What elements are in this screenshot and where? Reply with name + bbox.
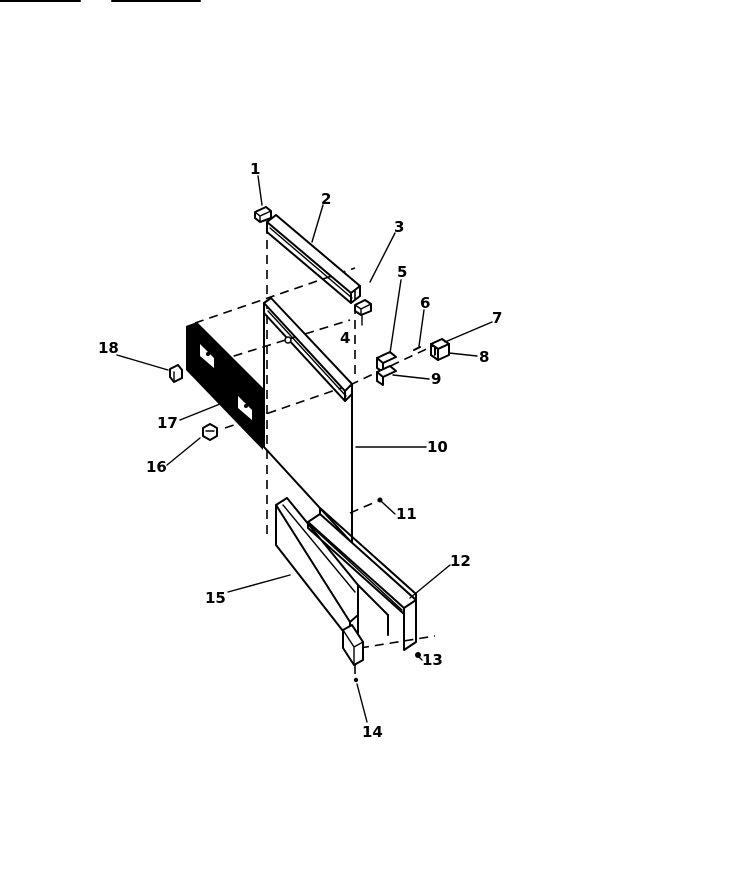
part-18-fastener [169, 364, 183, 383]
callout-18: 18 [98, 339, 119, 357]
part-3-clip [354, 299, 372, 326]
callout-17: 17 [157, 414, 178, 432]
part-16-knob [202, 423, 218, 441]
part-2-top-trim [266, 214, 361, 304]
callout-14: 14 [362, 723, 383, 741]
callout-labels: 1 2 3 4 5 6 7 8 9 10 11 12 13 14 15 16 1… [98, 160, 502, 741]
callout-11: 11 [396, 505, 417, 523]
part-14-foot [342, 624, 364, 683]
callout-16: 16 [146, 458, 167, 476]
part-12-bottom-channel [307, 507, 417, 651]
callout-6: 6 [420, 294, 430, 312]
callout-1: 1 [250, 160, 260, 178]
leader-lines [116, 175, 493, 723]
callout-2: 2 [321, 190, 331, 208]
part-13-screw [415, 652, 421, 658]
callout-15: 15 [205, 589, 226, 607]
callout-9: 9 [431, 370, 441, 388]
part-11-screw [377, 497, 383, 503]
part-10-door-panel [263, 297, 353, 544]
callout-4: 4 [340, 329, 350, 347]
callout-5: 5 [397, 263, 407, 281]
callout-3: 3 [394, 218, 404, 236]
part-7-latch [430, 338, 450, 361]
callout-8: 8 [479, 348, 489, 366]
callout-13: 13 [422, 651, 443, 669]
part-9-bracket [376, 365, 397, 386]
callout-10: 10 [427, 438, 448, 456]
callout-12: 12 [450, 552, 471, 570]
part-17-liner-panel [186, 322, 263, 450]
part-6-pin [413, 346, 421, 351]
callout-7: 7 [492, 309, 502, 327]
